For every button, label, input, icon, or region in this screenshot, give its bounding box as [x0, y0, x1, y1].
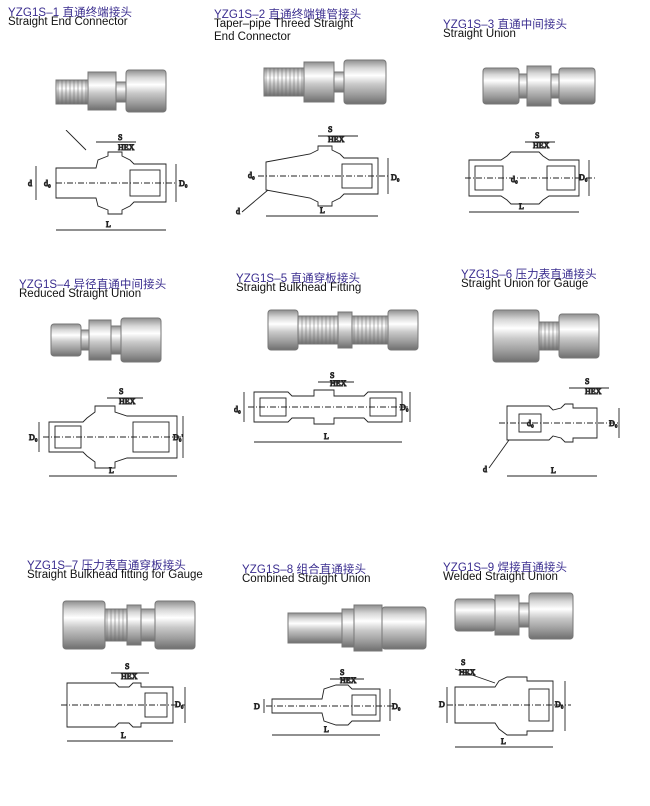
label-L: L	[121, 731, 126, 740]
technical-drawing: S HEX d₀ D₀ d L	[236, 125, 400, 217]
label-L: L	[501, 737, 506, 746]
label-D: D	[439, 700, 445, 709]
fitting-photo	[263, 59, 387, 105]
label-s: S	[585, 377, 589, 386]
technical-drawing: S HEX d₀ D₀ d L	[483, 377, 620, 477]
label-s: S	[340, 668, 344, 677]
label-hex: HEX	[118, 143, 135, 152]
technical-drawing: S HEX D₀ D₀' L	[29, 387, 184, 477]
label-L: L	[320, 206, 325, 215]
item-8: YZG1S–8 组合直通接头 Combined Straight Union S…	[242, 561, 452, 806]
item-2: YZG1S–2 直通终端锥管接头 Taper–pipe Threed Strai…	[214, 6, 424, 251]
item-code: YZG1S–8 组合直通接头	[242, 564, 367, 576]
item-6: YZG1S–6 压力表直通接头 Straight Union for Gauge…	[461, 266, 650, 511]
item-code: YZG1S–2 直通终端锥管接头	[214, 9, 362, 21]
label-D0: D₀	[579, 173, 588, 182]
label-D: D	[254, 702, 260, 711]
label-D0-prime: D₀'	[173, 433, 184, 442]
label-D0: D₀	[175, 700, 184, 709]
item-code: YZG1S–1 直通终端接头	[8, 7, 133, 19]
label-hex: HEX	[119, 397, 136, 406]
label-s: S	[125, 662, 129, 671]
label-L: L	[109, 466, 114, 475]
label-d: d	[28, 179, 32, 188]
item-name: Straight Bulkhead Fitting	[236, 282, 362, 294]
label-D0: D₀	[391, 173, 400, 182]
item-name: Straight Bulkhead fitting for Gauge	[27, 569, 203, 581]
label-hex: HEX	[585, 387, 602, 396]
item-code: YZG1S–3 直通中间接头	[443, 19, 568, 31]
label-L: L	[519, 202, 524, 211]
item-name: Combined Straight Union	[242, 573, 371, 585]
label-s: S	[535, 131, 539, 140]
fitting-photo	[454, 592, 574, 640]
label-s: S	[119, 387, 123, 396]
label-hex: HEX	[340, 676, 357, 685]
technical-drawing: S HEX d₀ D₀ L	[234, 371, 411, 443]
fitting-photo	[492, 309, 600, 363]
label-L: L	[324, 725, 329, 734]
label-D0: D₀	[29, 433, 38, 442]
item-code: YZG1S–6 压力表直通接头	[461, 269, 597, 281]
fitting-photo	[55, 69, 167, 113]
item-code: YZG1S–7 压力表直通穿板接头	[27, 560, 186, 572]
item-name: Taper–pipe Threed Straight End Connector	[214, 18, 354, 43]
label-D0: D₀	[179, 179, 188, 188]
item-4: YZG1S–4 异径直通中间接头 Reduced Straight Union …	[19, 276, 229, 521]
fitting-photo	[267, 309, 419, 351]
label-d0: d₀	[248, 171, 255, 180]
item-code: YZG1S–9 焊接直通接头	[443, 562, 568, 574]
label-d0: d₀	[44, 179, 51, 188]
label-L: L	[324, 432, 329, 441]
label-d0: d₀	[511, 175, 518, 184]
item-name: Straight End Connector	[8, 16, 128, 28]
label-hex: HEX	[330, 379, 347, 388]
item-name: Reduced Straight Union	[19, 288, 142, 300]
fitting-photo	[50, 317, 162, 363]
item-name: Straight Union	[443, 28, 516, 40]
label-hex: HEX	[459, 668, 476, 677]
item-7: YZG1S–7 压力表直通穿板接头 Straight Bulkhead fitt…	[27, 557, 237, 802]
label-d0: d₀	[234, 405, 241, 414]
item-name: Straight Union for Gauge	[461, 278, 589, 290]
label-d0: d₀	[527, 419, 534, 428]
label-hex: HEX	[328, 135, 345, 144]
fitting-photo	[482, 65, 596, 107]
item-9: YZG1S–9 焊接直通接头 Welded Straight Union S H…	[439, 559, 650, 804]
label-L: L	[551, 466, 556, 475]
label-s: S	[328, 125, 332, 134]
technical-drawing: S HEX D D₀ L	[439, 658, 571, 748]
label-s: S	[118, 133, 122, 142]
technical-drawing: S HEX D₀ L	[61, 662, 186, 742]
label-D0: D₀	[400, 403, 409, 412]
item-5: YZG1S–5 直通穿板接头 Straight Bulkhead Fitting…	[234, 270, 446, 515]
label-D0: D₀	[555, 700, 564, 709]
label-hex: HEX	[533, 141, 550, 150]
label-d: d	[483, 465, 487, 474]
item-3: YZG1S–3 直通中间接头 Straight Union S HEX d₀ D…	[443, 16, 650, 261]
label-s: S	[461, 658, 465, 667]
fitting-photo	[62, 600, 196, 650]
item-1: YZG1S–1 直通终端接头 Straight End Connector S …	[8, 4, 218, 249]
label-L: L	[106, 220, 111, 229]
label-D0: D₀	[609, 419, 618, 428]
technical-drawing: S HEX d d₀ D₀ L	[28, 130, 188, 231]
label-hex: HEX	[121, 672, 138, 681]
fitting-photo	[287, 604, 427, 652]
technical-drawing: S HEX D D₀ L	[254, 668, 401, 736]
item-code: YZG1S–4 异径直通中间接头	[19, 279, 167, 291]
item-code: YZG1S–5 直通穿板接头	[236, 273, 361, 285]
label-D0: D₀	[392, 702, 401, 711]
label-d: d	[236, 207, 240, 216]
item-name: Welded Straight Union	[443, 571, 558, 583]
label-s: S	[330, 371, 334, 380]
technical-drawing: S HEX d₀ D₀ L	[465, 131, 595, 213]
